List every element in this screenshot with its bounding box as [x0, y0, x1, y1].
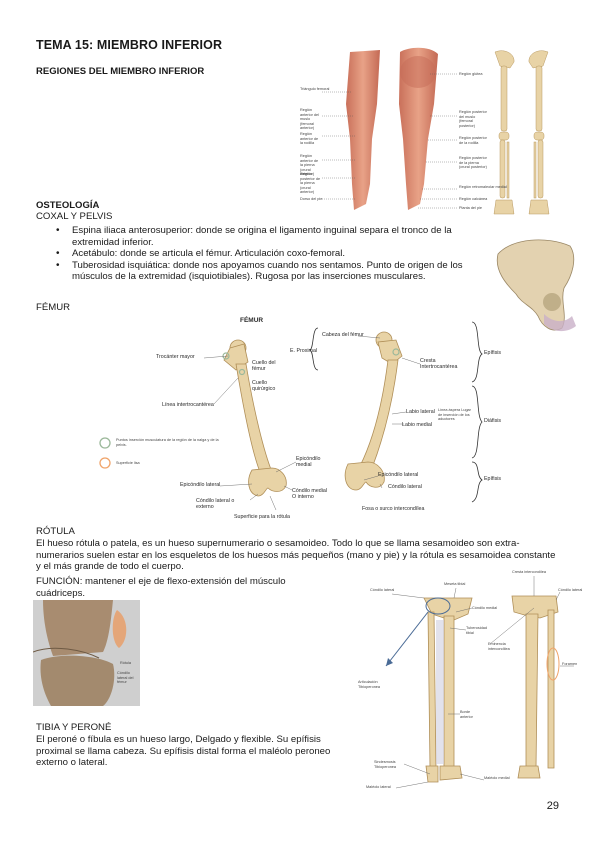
legend-orange-icon	[99, 457, 111, 469]
osteology-heading: OSTEOLOGÍA	[36, 200, 100, 211]
list-item: Acetábulo: donde se articula el fémur. A…	[36, 248, 488, 260]
hip-bone-illustration	[496, 239, 576, 332]
femur-label: Línea áspera Lugar de inserción de los a…	[438, 408, 471, 421]
femur-label: Superficie para la rótula	[234, 514, 290, 520]
femur-heading: FÉMUR	[36, 302, 71, 313]
reg-label: Región posterior de la pierna (crural an…	[300, 172, 321, 194]
reg-label: Región posterior del muslo (femoral post…	[459, 110, 487, 128]
tibia-label: Tuberosidad tibial	[466, 626, 487, 635]
femur-label: Epicóndilo lateral	[180, 482, 221, 488]
legend-label: Superficie lisa	[116, 461, 140, 465]
legend-label: Puntos inserción musculatura de la regió…	[116, 438, 219, 447]
reg-label: Región anterior de la pierna (crural ant…	[300, 154, 319, 176]
femur-label: Cresta Intertrocantérea	[420, 358, 458, 370]
femur-label: Diáfisis	[484, 418, 502, 424]
tibia-label: Eminencia intercondílea	[488, 642, 510, 651]
tibia-label: Maléolo lateral	[366, 785, 391, 789]
femur-label: Trocánter mayor	[156, 354, 195, 360]
reg-label: Planta del pie	[459, 206, 483, 210]
tibia-label: Cóndilo lateral	[370, 588, 395, 592]
reg-label: Región anterior del muslo (femoral anter…	[300, 108, 319, 130]
femur-label: Cóndilo lateral o externo	[196, 498, 235, 510]
femur-label: Fosa o surco intercondílea	[362, 506, 425, 512]
page-number: 29	[546, 800, 559, 812]
reg-label: Triángulo femoral	[300, 87, 330, 91]
legs-illustration	[322, 47, 550, 215]
tibia-label: Articulación Tibioperonea	[358, 680, 381, 689]
femur-label: Epífisis	[484, 350, 502, 356]
femur-label: Labio medial	[402, 422, 433, 428]
reg-label: Región retromaleolar medial	[459, 185, 507, 189]
legend-green-icon	[99, 437, 111, 449]
femur-illustration	[203, 321, 483, 511]
tibia-label: Meseta tibial	[444, 582, 466, 586]
tibia-label: Borde anterior	[460, 710, 473, 719]
femur-label: Cuello quirúrgico	[252, 380, 276, 392]
femur-fig-title: FÉMUR	[240, 317, 264, 324]
femur-legend: Puntos inserción musculatura de la regió…	[98, 436, 228, 476]
reg-label: Región posterior de la rodilla	[459, 136, 487, 145]
reg-label: Región anterior de la rodilla	[300, 132, 319, 145]
rotula-function: FUNCIÓN: mantener el eje de flexo-extens…	[36, 576, 286, 599]
tibia-label: Foramen	[562, 662, 578, 666]
regions-heading: REGIONES DEL MIEMBRO INFERIOR	[36, 66, 205, 77]
arrow-head-icon	[386, 658, 393, 666]
tibia-figure: Cóndilo lateral Meseta tibial Cresta int…	[348, 568, 590, 794]
femur-label: Cabeza del fémur	[322, 332, 364, 338]
list-item: Tuberosidad isquiática: donde nos apoyam…	[36, 260, 488, 283]
arrow-line	[385, 611, 429, 667]
tibia-label: Maléolo medial	[484, 776, 510, 780]
reg-label: Región calcánea	[459, 197, 488, 201]
femur-label: Cuello del fémur	[252, 360, 276, 372]
osteology-list: Espina iliaca anterosuperior: donde se o…	[36, 225, 488, 283]
tibia-label: Cóndilo lateral	[558, 588, 583, 592]
knee-label: Rótula	[120, 661, 131, 665]
tibia-label: Sindesmosis Tibioperonea	[374, 760, 397, 769]
knee-illustration	[32, 600, 127, 706]
page-title: TEMA 15: MIEMBRO INFERIOR	[36, 38, 223, 52]
reg-label: Región posterior de la pierna (crural po…	[459, 156, 487, 169]
reg-label: Dorso del pie	[300, 197, 323, 201]
knee-photo: Rótula Cóndilo lateral del fémur	[32, 600, 140, 706]
knee-label: Cóndilo lateral del fémur	[117, 671, 134, 684]
femur-label: Labio lateral	[406, 409, 435, 415]
tibia-heading: TIBIA Y PERONÉ	[36, 722, 112, 733]
femur-label: Línea intertrocantérea	[162, 402, 214, 408]
list-item: Espina iliaca anterosuperior: donde se o…	[36, 225, 488, 248]
rotula-body: El hueso rótula o patela, es un hueso su…	[36, 538, 556, 573]
tibia-label: Cóndilo medial	[472, 606, 498, 610]
reg-label: Región glútea	[459, 72, 483, 76]
femur-label: Cóndilo lateral	[388, 484, 422, 490]
rotula-heading: RÓTULA	[36, 526, 75, 537]
femur-label: E. Proximal	[290, 348, 318, 354]
femur-label: Cóndilo medial O interno	[292, 488, 328, 500]
femur-label: Epífisis	[484, 476, 502, 482]
femur-figure: FÉMUR Trocánter mayor Cuello del fémur C…	[96, 312, 528, 524]
femur-label: Epicóndilo lateral	[378, 472, 419, 478]
tibia-body: El peroné o fíbula es un hueso largo, De…	[36, 734, 331, 769]
coxal-subheading: COXAL Y PELVIS	[36, 211, 113, 222]
regions-figure: Triángulo femoral Región anterior del mu…	[300, 44, 575, 220]
tibia-illustration	[385, 576, 574, 789]
femur-label: Epicóndilo medial	[296, 456, 321, 468]
tibia-label: Cresta intercondílea	[512, 570, 546, 574]
